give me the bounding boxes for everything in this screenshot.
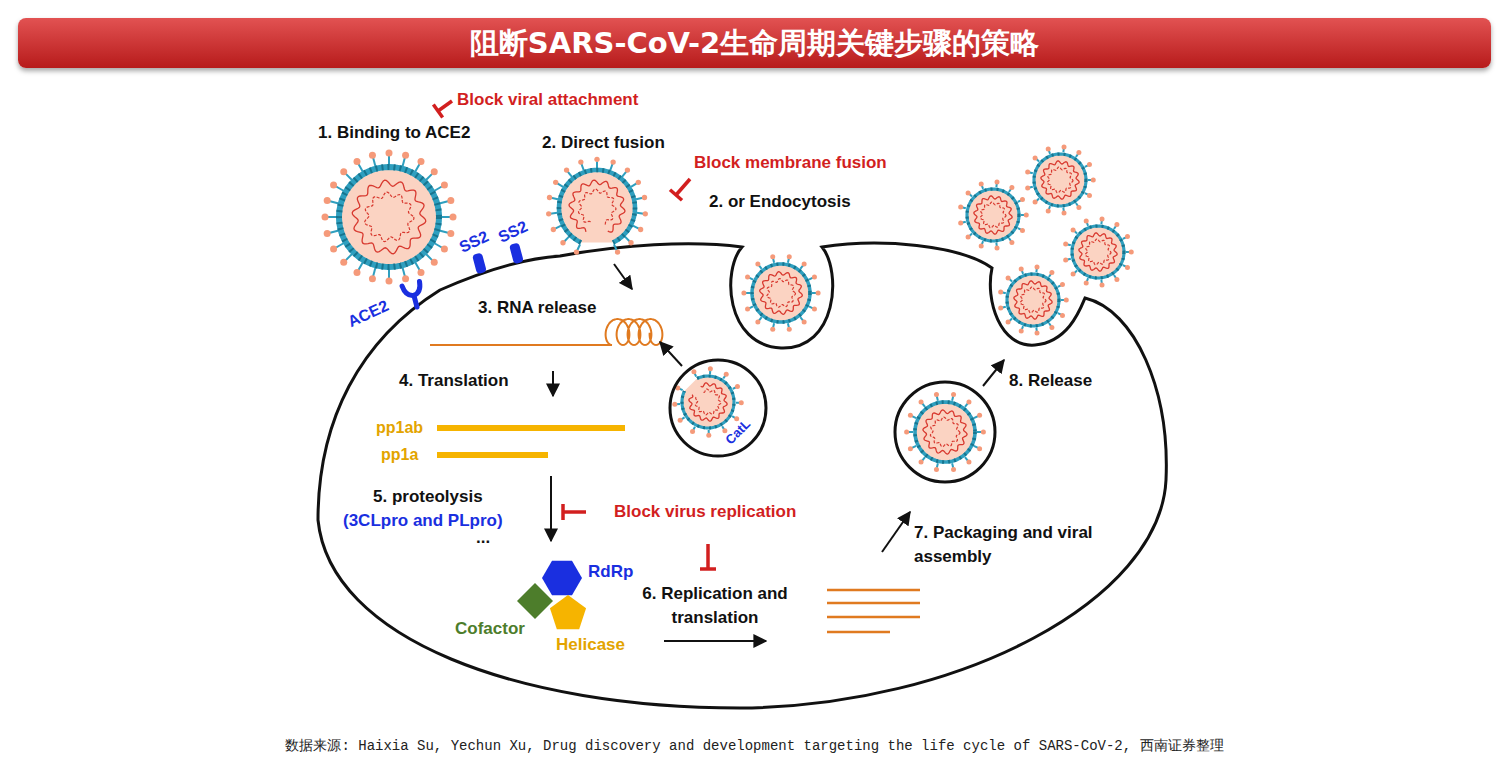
- virus-particle: [958, 179, 1029, 250]
- virus-particle: [322, 150, 457, 285]
- ss2-receptor: SS2: [497, 208, 537, 268]
- endosome-vesicle: CatL: [668, 358, 768, 458]
- step-label: 1. Binding to ACE2: [318, 123, 470, 143]
- process-arrow: [664, 640, 766, 642]
- process-arrow: [660, 342, 682, 366]
- polyprotein-bar-label: pp1ab: [376, 419, 423, 437]
- cofactor-diamond-shape: [515, 581, 555, 621]
- cofactor-diamond: Cofactor: [515, 581, 555, 621]
- replicated-rna: [827, 589, 920, 592]
- polyprotein-band: [437, 425, 625, 431]
- title-banner: 阻断SARS-CoV-2生命周期关键步骤的策略: [18, 18, 1491, 68]
- cofactor-diamond-label: Cofactor: [455, 619, 525, 639]
- step-label: 5. proteolysis: [373, 487, 483, 507]
- rna-coil: [606, 319, 663, 345]
- process-arrow: [550, 476, 552, 541]
- step-label: 2. or Endocytosis: [709, 192, 851, 212]
- step-label: 8. Release: [1009, 371, 1092, 391]
- helicase-pentagon: Helicase: [548, 593, 588, 633]
- assembly-vesicle: [895, 382, 995, 482]
- ss2-receptor-label: SS2: [457, 227, 492, 256]
- virus-particle: [741, 254, 820, 331]
- helicase-pentagon-shape: [548, 593, 588, 633]
- inhibition-label: Block membrane fusion: [694, 153, 887, 173]
- rdrp-hexagon: RdRp: [540, 556, 584, 600]
- endosome-vesicle-shape: [668, 358, 768, 458]
- ellipsis-label: ...: [476, 528, 490, 548]
- virus-particle: [998, 264, 1069, 335]
- virus-particle: [1063, 216, 1134, 287]
- inhibition-symbol: [433, 101, 452, 118]
- ss2-receptor-label: SS2: [496, 217, 531, 246]
- viral-rna: [430, 344, 612, 346]
- helicase-pentagon-label: Helicase: [556, 635, 625, 655]
- step-label: 6. Replication and translation: [638, 582, 792, 630]
- replicated-rna: [827, 631, 890, 634]
- polyprotein-bar: pp1ab: [376, 419, 626, 437]
- step-label: 4. Translation: [399, 371, 509, 391]
- inhibition-symbol: [563, 504, 586, 520]
- endosome-vesicle-label: CatL: [722, 416, 753, 447]
- rdrp-hexagon-label: RdRp: [588, 562, 633, 582]
- inhibition-symbol: [700, 544, 716, 569]
- process-arrow: [552, 371, 554, 396]
- replicated-rna: [827, 616, 920, 619]
- virus-particle: [904, 392, 986, 472]
- ace2-receptor: ACE2: [345, 276, 435, 332]
- polyprotein-bar: pp1a: [381, 446, 551, 464]
- virus-particle: [546, 157, 648, 255]
- inhibition-label: Block viral attachment: [457, 90, 638, 110]
- ace2-receptor-label: ACE2: [345, 297, 391, 332]
- polyprotein-bar-label: pp1a: [381, 446, 418, 464]
- replicated-rna: [827, 602, 920, 605]
- process-arrow: [983, 360, 1004, 386]
- polyprotein-band: [437, 452, 548, 458]
- source-caption: 数据来源: Haixia Su, Yechun Xu, Drug discove…: [0, 736, 1509, 756]
- cell-membrane: [318, 243, 1166, 708]
- inhibition-symbol: [670, 179, 690, 200]
- process-arrow: [614, 264, 632, 289]
- step-label: 7. Packaging and viral assembly: [914, 521, 1094, 569]
- title-text: 阻断SARS-CoV-2生命周期关键步骤的策略: [18, 18, 1491, 68]
- step-label: 2. Direct fusion: [542, 133, 665, 153]
- rdrp-hexagon-shape: [540, 556, 584, 600]
- ss2-receptor: SS2: [458, 218, 498, 278]
- inhibition-label: Block virus replication: [614, 502, 796, 522]
- step-label: 3. RNA release: [478, 298, 596, 318]
- virus-particle: [1025, 144, 1096, 215]
- process-arrow: [882, 512, 910, 552]
